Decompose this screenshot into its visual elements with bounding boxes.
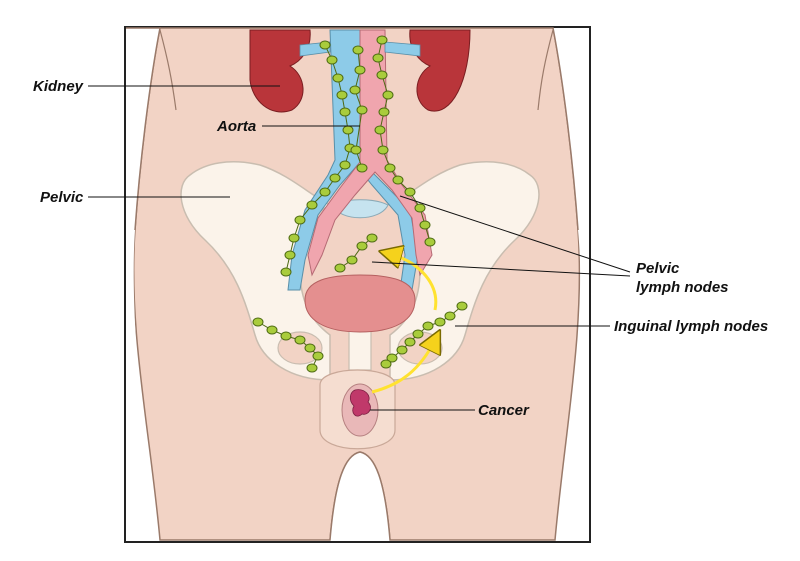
lymph-node-icon — [378, 107, 390, 117]
lymph-node-icon — [294, 215, 306, 225]
lymph-nodes — [252, 35, 468, 373]
lymph-node-icon — [336, 90, 348, 100]
lymph-node-icon — [304, 343, 316, 353]
lymph-node-icon — [414, 203, 426, 213]
lymph-node-icon — [424, 237, 436, 247]
label-pelvic: Pelvic — [40, 189, 84, 206]
label-kidney: Kidney — [33, 78, 84, 95]
lymph-node-icon — [354, 65, 366, 75]
lymph-node-icon — [352, 45, 364, 55]
lymph-node-icon — [380, 359, 392, 369]
lymph-node-icon — [377, 145, 389, 155]
label-pelvic-lymph-nodes-line1: Pelvic — [636, 260, 680, 277]
lymph-node-icon — [329, 173, 341, 183]
lymph-node-icon — [422, 321, 434, 331]
lymph-node-icon — [280, 331, 292, 341]
label-aorta: Aorta — [216, 118, 256, 135]
spread-arrow-icon — [371, 340, 435, 394]
spread-arrows — [371, 254, 438, 394]
testis — [319, 369, 396, 450]
lymph-node-icon — [339, 107, 351, 117]
lymph-node-icon — [382, 90, 394, 100]
lymph-node-icon — [404, 337, 416, 347]
kidneys — [249, 29, 471, 113]
lymph-node-icon — [280, 267, 292, 277]
label-inguinal-lymph-nodes: Inguinal lymph nodes — [614, 318, 768, 335]
lymph-node-icon — [252, 317, 264, 327]
labels: Kidney Aorta Pelvic Pelvic lymph nodes I… — [33, 78, 768, 419]
lymph-node-icon — [404, 187, 416, 197]
lymph-node-icon — [326, 55, 338, 65]
lymph-node-icon — [374, 125, 386, 135]
leader-lines — [88, 85, 631, 411]
lymph-node-icon — [334, 263, 346, 273]
lymph-node-icon — [306, 200, 318, 210]
label-cancer: Cancer — [478, 402, 530, 419]
lymph-node-icon — [356, 105, 368, 115]
lymph-node-icon — [346, 255, 358, 265]
lymph-node-icon — [376, 70, 388, 80]
lymph-node-icon — [284, 250, 296, 260]
lymph-node-icon — [372, 53, 384, 63]
lymph-node-icon — [386, 353, 398, 363]
lymph-node-icon — [456, 301, 468, 311]
lymph-node-icon — [376, 35, 388, 45]
lymph-node-icon — [339, 160, 351, 170]
spread-arrow-icon — [390, 254, 438, 311]
label-pelvic-lymph-nodes-line2: lymph nodes — [636, 279, 729, 296]
lymph-node-icon — [412, 329, 424, 339]
lymph-node-icon — [319, 187, 331, 197]
lymph-vessel — [339, 237, 373, 269]
lymph-node-icon — [384, 163, 396, 173]
lymph-node-icon — [306, 363, 318, 373]
lymph-node-icon — [294, 335, 306, 345]
lymph-node-icon — [332, 73, 344, 83]
lymph-node-icon — [392, 175, 404, 185]
lymph-node-icon — [396, 345, 408, 355]
lymph-node-icon — [349, 85, 361, 95]
lymph-node-icon — [366, 233, 378, 243]
lymph-node-icon — [312, 351, 324, 361]
bladder — [304, 274, 416, 333]
tumor — [349, 389, 371, 417]
lymph-node-icon — [266, 325, 278, 335]
lymph-node-icon — [444, 311, 456, 321]
lymph-node-icon — [288, 233, 300, 243]
lymph-node-icon — [342, 125, 354, 135]
lymph-node-icon — [434, 317, 446, 327]
lymph-node-icon — [419, 220, 431, 230]
lymph-node-icon — [350, 145, 362, 155]
lymph-node-icon — [356, 163, 368, 173]
lymph-node-icon — [319, 40, 331, 50]
lymph-node-icon — [356, 241, 368, 251]
